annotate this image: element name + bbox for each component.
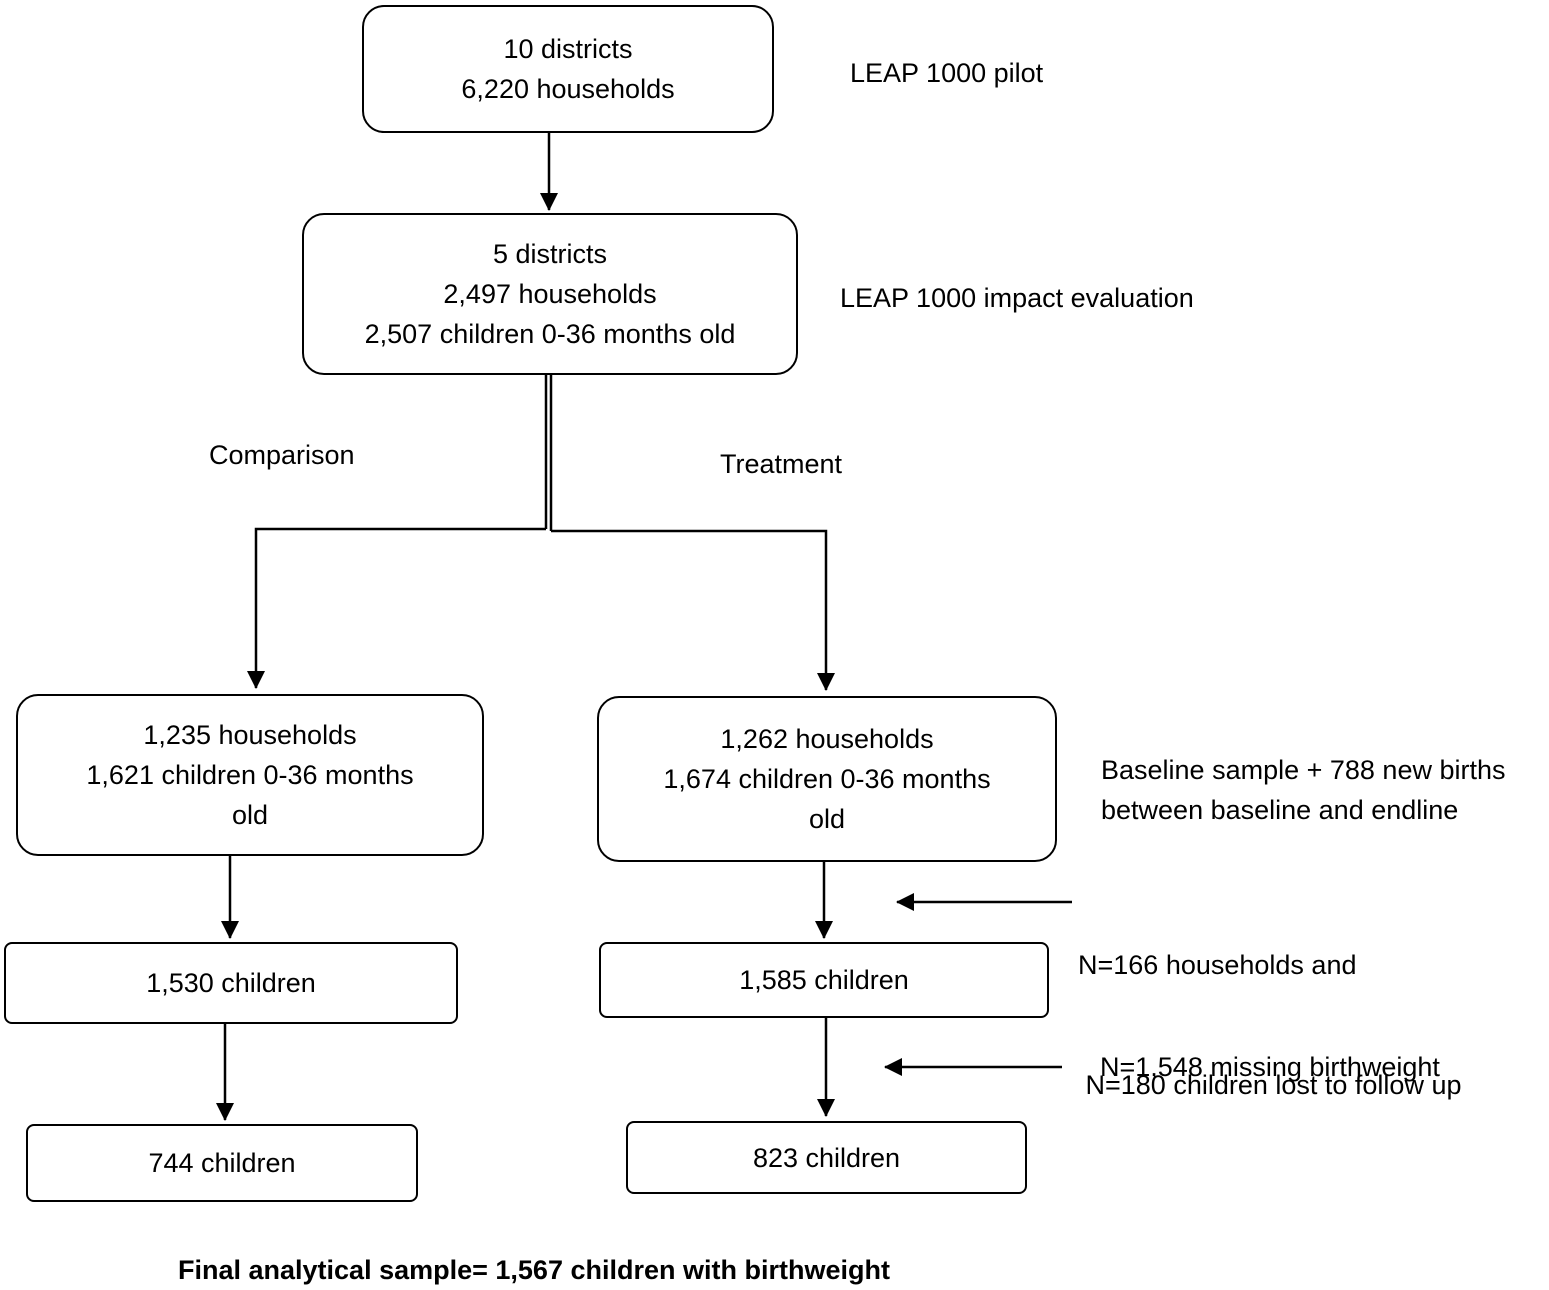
treatment-followup-text: 1,585 children <box>739 965 909 995</box>
pilot-box: 10 districts 6,220 households <box>362 5 774 133</box>
lost-line-2: N=180 children lost to follow up <box>1078 1070 1462 1100</box>
impact-line-1: 5 districts <box>492 239 608 269</box>
comparison-label: Comparison <box>209 440 355 470</box>
new-births-note: Baseline sample + 788 new births between… <box>1101 750 1506 830</box>
treatment-baseline-line-3: old <box>808 804 846 834</box>
pilot-line-1: 10 districts <box>503 34 633 64</box>
pilot-label: LEAP 1000 pilot <box>850 58 1044 88</box>
comparison-baseline-line-2: 1,621 children 0-36 months <box>86 760 414 790</box>
comparison-baseline-line-1: 1,235 households <box>143 720 357 750</box>
new-births-line-2: between baseline and endline <box>1101 795 1459 825</box>
treatment-baseline-line-2: 1,674 children 0-36 months <box>663 764 991 794</box>
impact-box: 5 districts 2,497 households 2,507 child… <box>302 213 798 375</box>
final-sample-caption: Final analytical sample= 1,567 children … <box>178 1255 890 1285</box>
treatment-final-text: 823 children <box>752 1142 901 1173</box>
lost-to-followup-note: N=166 households and N=180 children lost… <box>1078 865 1461 1145</box>
treatment-baseline-box: 1,262 households 1,674 children 0-36 mon… <box>597 696 1057 862</box>
arrow-to-comparison <box>247 527 546 689</box>
treatment-baseline-line-1: 1,262 households <box>720 724 934 754</box>
missing-birthweight-note: N=1,548 missing birthweight <box>1100 1052 1440 1082</box>
treatment-final-box: 823 children <box>626 1121 1027 1194</box>
impact-label: LEAP 1000 impact evaluation <box>840 283 1194 313</box>
treatment-label: Treatment <box>720 449 843 479</box>
pilot-line-2: 6,220 households <box>461 74 675 104</box>
comparison-followup-text: 1,530 children <box>146 968 316 998</box>
comparison-baseline-box: 1,235 households 1,621 children 0-36 mon… <box>16 694 484 856</box>
impact-line-2: 2,497 households <box>443 279 657 309</box>
impact-line-3: 2,507 children 0-36 months old <box>364 319 736 349</box>
lost-line-1: N=166 households and <box>1078 950 1357 980</box>
comparison-final-text: 744 children <box>148 1148 296 1178</box>
treatment-followup-box: 1,585 children <box>599 942 1049 1018</box>
arrow-to-treatment <box>551 529 835 691</box>
comparison-followup-box: 1,530 children <box>4 942 458 1024</box>
comparison-final-box: 744 children <box>26 1124 418 1202</box>
comparison-baseline-line-3: old <box>231 800 269 830</box>
new-births-line-1: Baseline sample + 788 new births <box>1101 755 1506 785</box>
